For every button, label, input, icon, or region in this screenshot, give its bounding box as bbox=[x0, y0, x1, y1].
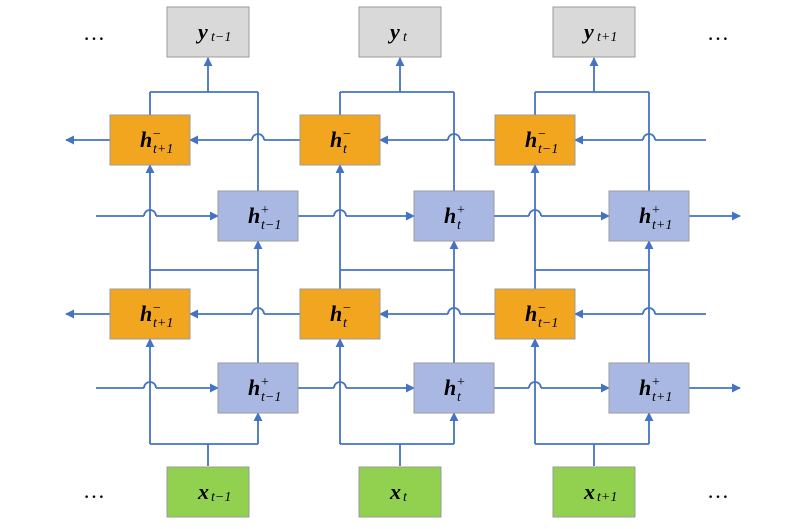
output-node-1-sub: t bbox=[403, 30, 408, 45]
backward-state-upper-2 bbox=[494, 114, 576, 166]
ellipsis-0: … bbox=[83, 20, 105, 45]
forward-state-upper-0-main: h bbox=[248, 203, 260, 228]
backward-state-upper-2-sup: − bbox=[538, 127, 546, 142]
backward-state-upper-1-sup: − bbox=[343, 127, 351, 142]
forward-state-lower-2-sup: + bbox=[652, 375, 660, 390]
connections bbox=[65, 57, 741, 466]
backward-state-upper-0-label: h−t+1 bbox=[140, 127, 173, 157]
backward-state-upper-2-main: h bbox=[525, 127, 537, 152]
forward-state-lower-1-sup: + bbox=[457, 375, 465, 390]
ellipsis-2: … bbox=[83, 478, 105, 503]
input-node-0-sub: t−1 bbox=[211, 490, 231, 505]
forward-state-lower-1-sub: t bbox=[457, 390, 462, 405]
ellipsis-3: … bbox=[707, 478, 729, 503]
forward-state-lower-0-main: h bbox=[248, 375, 260, 400]
forward-state-lower-0-sup: + bbox=[261, 375, 269, 390]
backward-state-lower-0-sub: t+1 bbox=[153, 316, 173, 331]
forward-state-lower-1-main: h bbox=[444, 375, 456, 400]
output-node-1-main: y bbox=[387, 19, 400, 44]
forward-state-upper-1-main: h bbox=[444, 203, 456, 228]
backward-state-lower-2-sub: t−1 bbox=[538, 316, 558, 331]
forward-state-upper-0-label: h+t−1 bbox=[248, 203, 281, 233]
forward-state-lower-2-sub: t+1 bbox=[652, 390, 672, 405]
backward-state-lower-0-main: h bbox=[140, 301, 152, 326]
forward-state-upper-1-sub: t bbox=[457, 218, 462, 233]
backward-state-lower-2-main: h bbox=[525, 301, 537, 326]
forward-state-lower-0-sub: t−1 bbox=[261, 390, 281, 405]
backward-state-upper-2-sub: t−1 bbox=[538, 142, 558, 157]
input-node-1 bbox=[358, 466, 442, 518]
forward-state-upper-2-sup: + bbox=[652, 203, 660, 218]
forward-state-upper-1-sup: + bbox=[457, 203, 465, 218]
input-node-2-sub: t+1 bbox=[597, 490, 617, 505]
backward-state-upper-0-main: h bbox=[140, 127, 152, 152]
input-node-2 bbox=[552, 466, 636, 518]
forward-state-lower-2 bbox=[608, 362, 690, 414]
forward-state-upper-2-main: h bbox=[639, 203, 651, 228]
backward-state-lower-1-sub: t bbox=[343, 316, 348, 331]
forward-state-lower-1-label: h+t bbox=[444, 375, 465, 405]
backward-state-lower-2-sup: − bbox=[538, 301, 546, 316]
forward-state-upper-1-label: h+t bbox=[444, 203, 465, 233]
backward-state-lower-0-label: h−t+1 bbox=[140, 301, 173, 331]
output-node-0 bbox=[166, 6, 250, 58]
backward-state-upper-0 bbox=[109, 114, 191, 166]
forward-state-upper-2-label: h+t+1 bbox=[639, 203, 672, 233]
backward-state-lower-2 bbox=[494, 288, 576, 340]
backward-state-upper-1-label: h−t bbox=[330, 127, 351, 157]
backward-state-upper-0-sub: t+1 bbox=[153, 142, 173, 157]
output-node-0-sub: t−1 bbox=[211, 30, 231, 45]
output-node-0-main: y bbox=[195, 19, 208, 44]
backward-state-upper-1-main: h bbox=[330, 127, 342, 152]
backward-state-lower-1 bbox=[299, 288, 381, 340]
forward-state-upper-2 bbox=[608, 190, 690, 242]
forward-state-lower-1 bbox=[413, 362, 495, 414]
backward-state-lower-1-sup: − bbox=[343, 301, 351, 316]
input-node-2-main: x bbox=[583, 479, 595, 504]
forward-state-lower-2-main: h bbox=[639, 375, 651, 400]
ellipsis-1: … bbox=[707, 20, 729, 45]
nodes bbox=[109, 6, 690, 518]
input-node-0-main: x bbox=[197, 479, 209, 504]
backward-state-upper-2-label: h−t−1 bbox=[525, 127, 558, 157]
backward-state-upper-0-sup: − bbox=[153, 127, 161, 142]
forward-state-upper-1 bbox=[413, 190, 495, 242]
input-node-1-main: x bbox=[389, 479, 401, 504]
output-node-2 bbox=[552, 6, 636, 58]
forward-state-lower-0-label: h+t−1 bbox=[248, 375, 281, 405]
forward-state-upper-0-sup: + bbox=[261, 203, 269, 218]
backward-state-upper-1-sub: t bbox=[343, 142, 348, 157]
backward-state-lower-0-sup: − bbox=[153, 301, 161, 316]
input-node-1-sub: t bbox=[403, 490, 408, 505]
backward-state-upper-1 bbox=[299, 114, 381, 166]
output-node-2-main: y bbox=[581, 19, 594, 44]
forward-state-lower-2-label: h+t+1 bbox=[639, 375, 672, 405]
backward-state-lower-1-label: h−t bbox=[330, 301, 351, 331]
forward-state-upper-0-sub: t−1 bbox=[261, 218, 281, 233]
forward-state-upper-0 bbox=[217, 190, 299, 242]
output-node-2-sub: t+1 bbox=[597, 30, 617, 45]
output-node-1 bbox=[358, 6, 442, 58]
input-node-0 bbox=[166, 466, 250, 518]
forward-state-upper-2-sub: t+1 bbox=[652, 218, 672, 233]
backward-state-lower-2-label: h−t−1 bbox=[525, 301, 558, 331]
backward-state-lower-0 bbox=[109, 288, 191, 340]
backward-state-lower-1-main: h bbox=[330, 301, 342, 326]
forward-state-lower-0 bbox=[217, 362, 299, 414]
